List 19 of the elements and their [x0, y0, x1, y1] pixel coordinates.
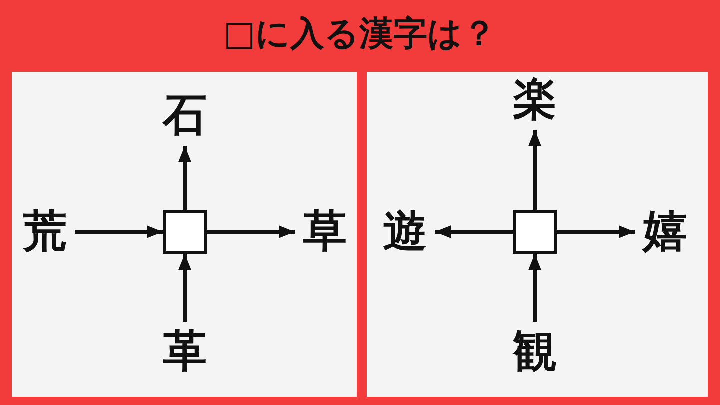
kanji: 遊	[383, 210, 427, 254]
arrow	[207, 226, 295, 238]
blank-box	[513, 210, 557, 254]
title: □に入る漢字は？	[222, 13, 498, 56]
arrow	[178, 254, 192, 322]
arrow	[528, 130, 542, 210]
kanji: 草	[303, 210, 347, 254]
kanji: 嬉	[643, 210, 687, 254]
blank-box	[163, 210, 207, 254]
kanji: 石	[163, 94, 207, 138]
kanji: 楽	[513, 78, 557, 122]
kanji: 荒	[23, 210, 67, 254]
arrow	[557, 226, 635, 238]
arrow	[528, 254, 542, 322]
kanji: 観	[513, 330, 557, 374]
arrow	[75, 226, 163, 238]
kanji: 革	[163, 330, 207, 374]
arrow	[435, 226, 513, 238]
arrow	[178, 146, 192, 210]
